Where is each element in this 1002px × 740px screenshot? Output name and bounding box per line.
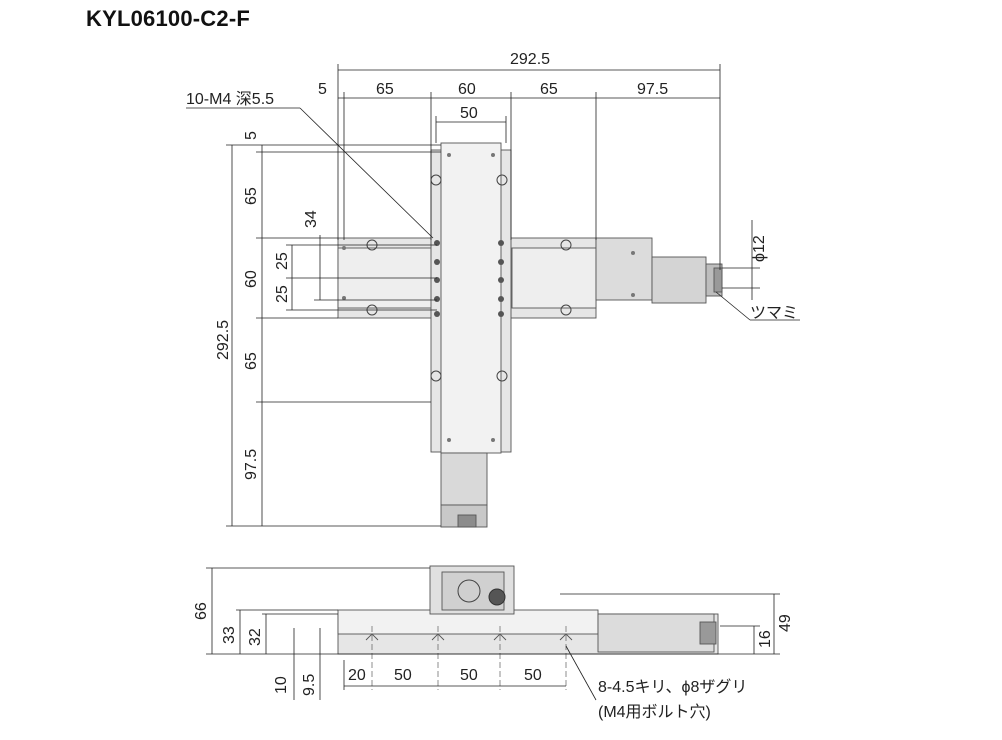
dim-top-65a: 65 (376, 81, 394, 98)
front-centerlines (371, 626, 567, 690)
dim-left-25b: 25 (274, 285, 291, 303)
front-x-motor (597, 613, 715, 653)
left-dimension-lines (226, 144, 441, 527)
dim-left-292-5: 292.5 (215, 320, 232, 360)
y-motor-knob-tip (457, 514, 477, 528)
front-y-knob (457, 579, 481, 603)
dim-total-width: 292.5 (510, 51, 550, 68)
dim-bottom-50c: 50 (524, 667, 542, 684)
x-motor-housing (595, 237, 653, 301)
front-x-knob (699, 621, 717, 645)
x-motor-body (651, 256, 707, 304)
dim-left-97-5: 97.5 (243, 449, 260, 480)
front-dimension-lines (206, 567, 780, 701)
dim-front-32: 32 (247, 628, 264, 646)
tap-holes (434, 240, 504, 317)
knob-callout-lines (715, 220, 800, 321)
dim-front-49: 49 (777, 614, 794, 632)
y-axis-table (440, 142, 502, 454)
dim-top-65b: 65 (540, 81, 558, 98)
dim-left-25a: 25 (274, 252, 291, 270)
tap-hole-note: 10-M4 深5.5 (186, 90, 274, 108)
dim-top-60: 60 (458, 81, 476, 98)
knob-label: ツマミ (750, 305, 798, 322)
dim-left-65b: 65 (243, 352, 260, 370)
dim-front-9-5: 9.5 (301, 674, 318, 696)
front-y-knob-dark (488, 588, 506, 606)
dim-top-50: 50 (460, 105, 478, 122)
y-motor-housing (440, 452, 488, 506)
dim-top-5: 5 (318, 81, 327, 98)
dim-bottom-50b: 50 (460, 667, 478, 684)
top-view: 292.5 5 65 60 65 97.5 50 10-M4 深5.5 5 65… (186, 51, 800, 528)
drawing-title: KYL06100-C2-F (86, 6, 250, 31)
small-holes (342, 153, 635, 442)
dim-left-34: 34 (303, 210, 320, 228)
bolt-hole-note-sub: (M4用ボルト穴) (598, 703, 711, 721)
x-motor-knob-tip (713, 267, 723, 293)
top-dimension-lines (186, 64, 721, 270)
x-axis-slider-right (511, 247, 597, 309)
dim-front-33: 33 (221, 626, 238, 644)
dim-bottom-50a: 50 (394, 667, 412, 684)
front-holes (365, 633, 573, 641)
dim-front-66: 66 (193, 602, 210, 620)
dim-left-65a: 65 (243, 187, 260, 205)
dim-left-5: 5 (243, 131, 260, 140)
dim-left-60: 60 (243, 270, 260, 288)
dim-bottom-20: 20 (348, 667, 366, 684)
front-view: 66 33 32 10 9.5 20 50 50 50 49 16 8-4.5キ… (193, 565, 794, 721)
bolt-hole-note: 8-4.5キリ、ϕ8ザグリ (598, 678, 747, 696)
dim-front-10: 10 (273, 676, 290, 694)
dim-phi12: ϕ12 (751, 235, 768, 262)
dim-front-16: 16 (757, 630, 774, 648)
dim-top-97-5: 97.5 (637, 81, 668, 98)
